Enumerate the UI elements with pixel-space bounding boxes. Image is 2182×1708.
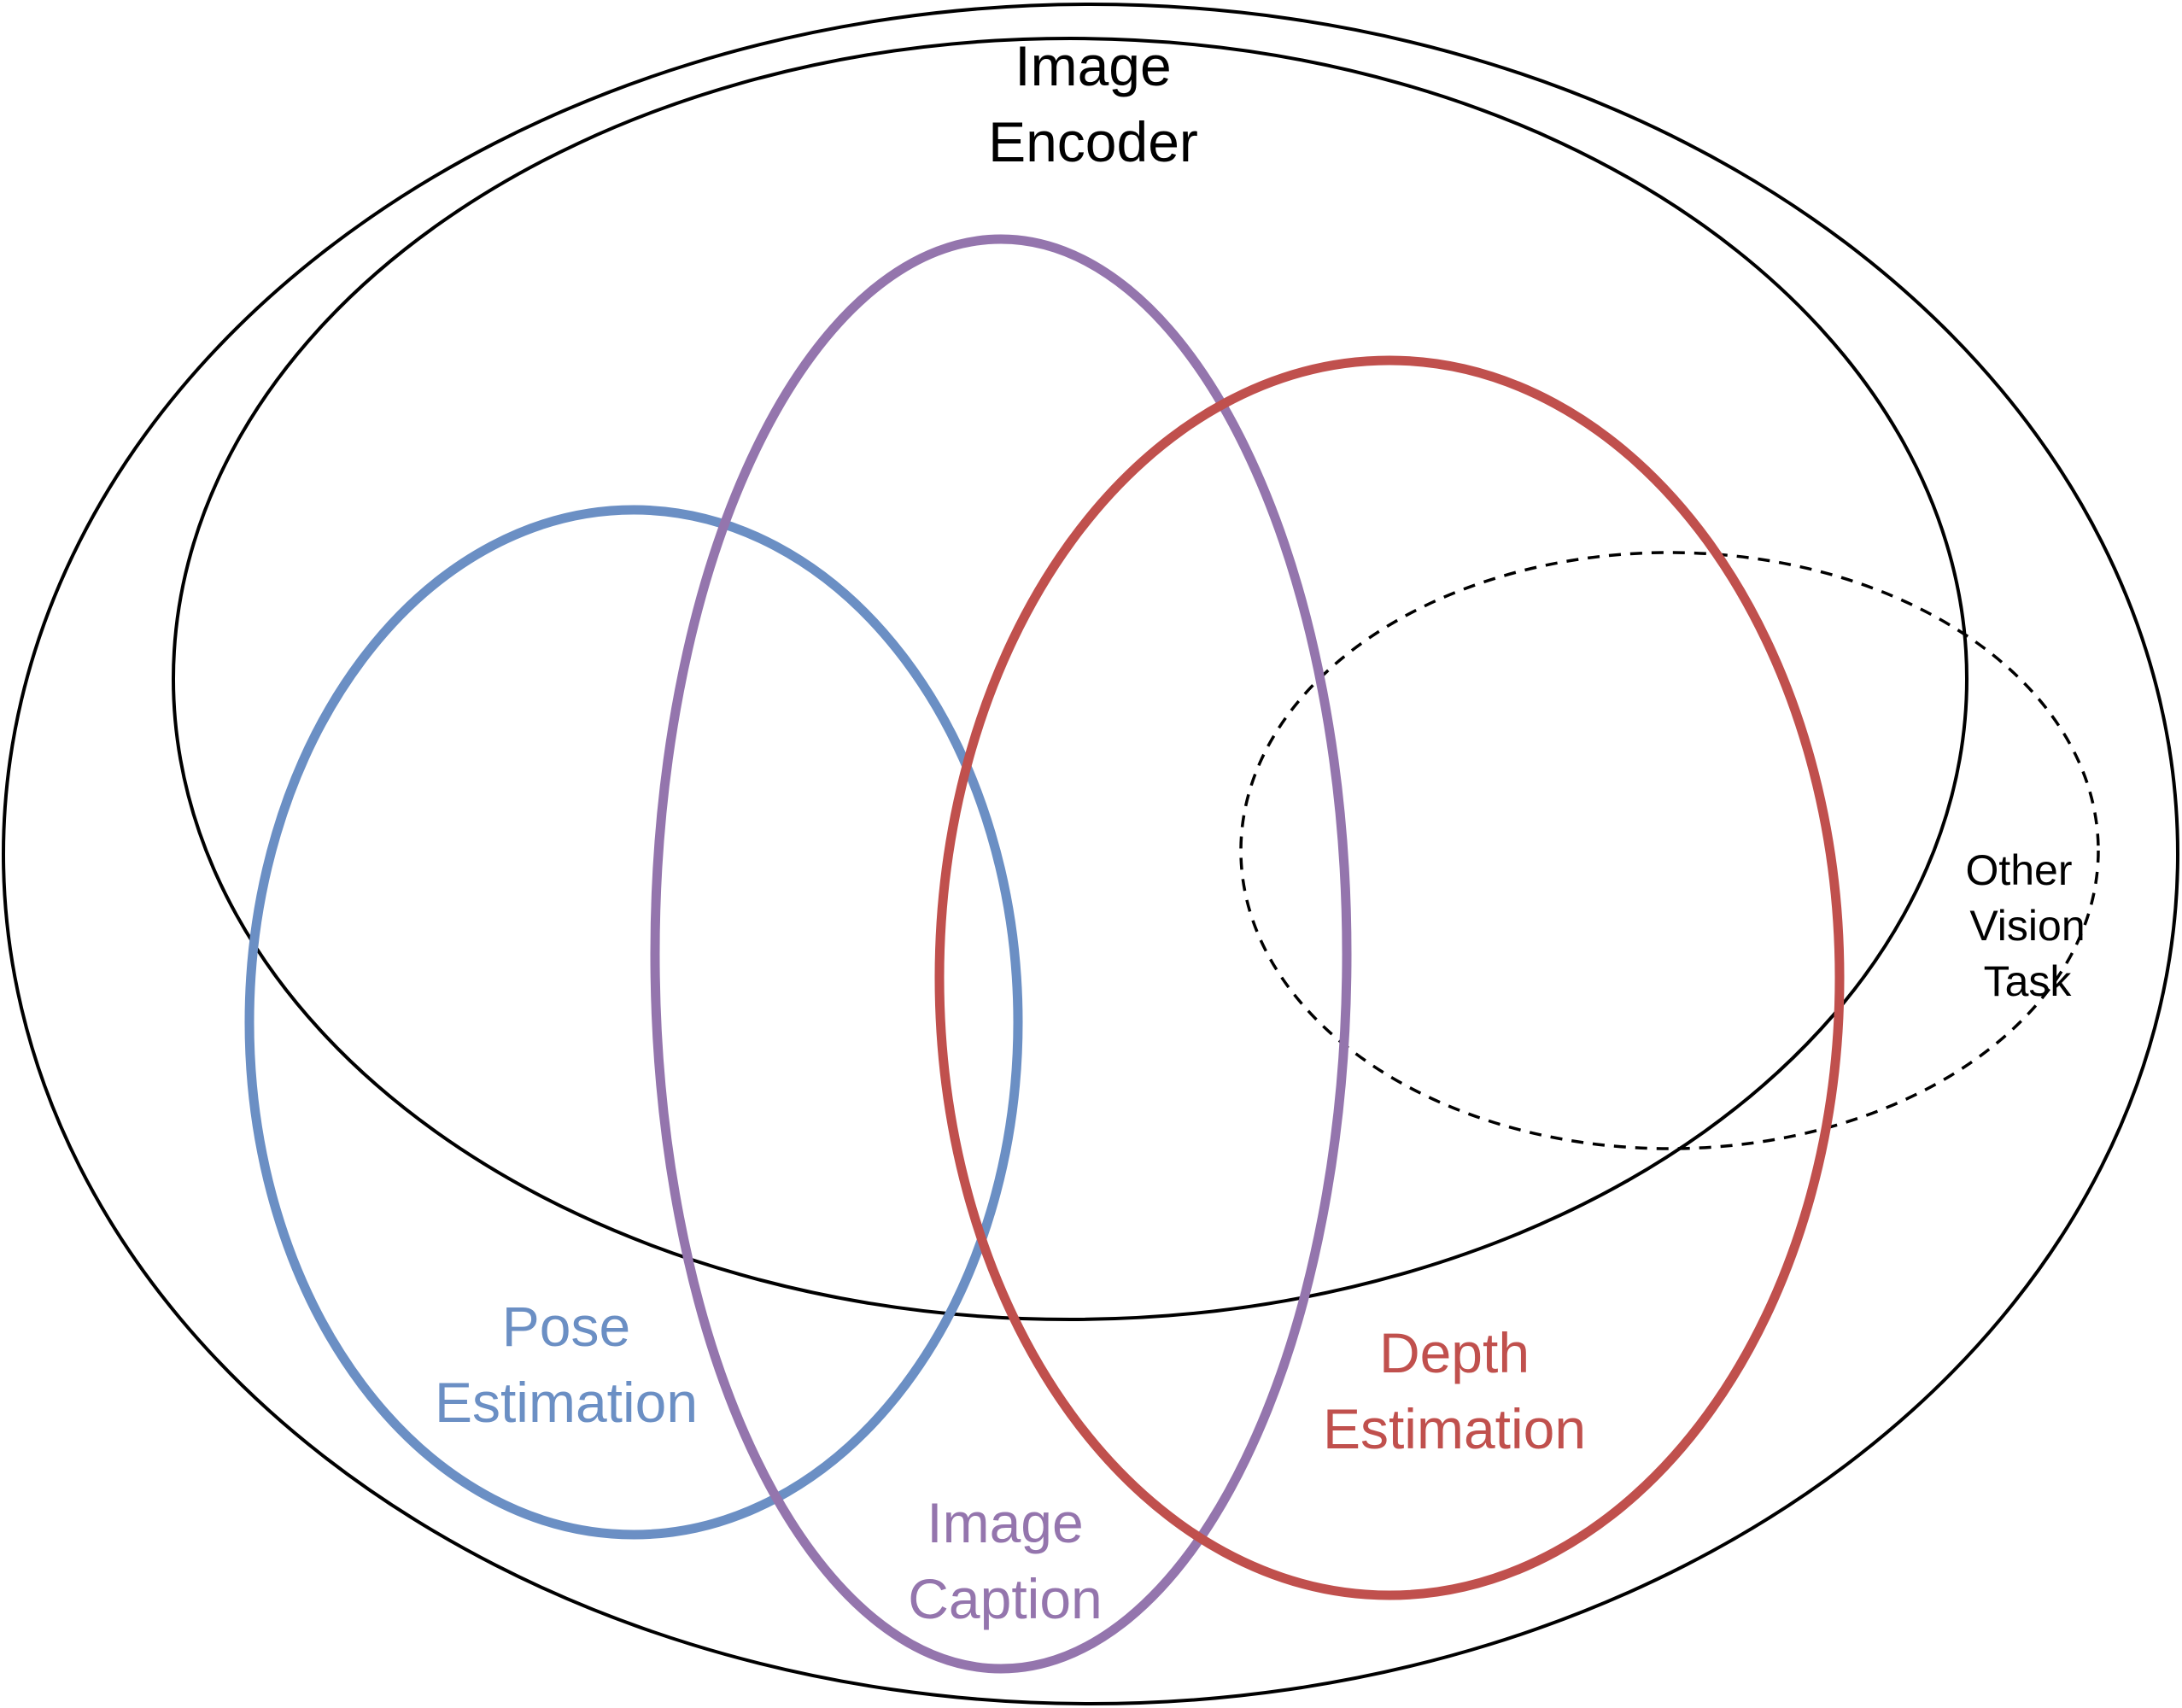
depth-estimation-label: Depth bbox=[1379, 1321, 1530, 1384]
other-vision-task-label: Other bbox=[1965, 846, 2072, 894]
outer-boundary-ellipse bbox=[2, 3, 2179, 1705]
pose-estimation-label: Pose bbox=[502, 1295, 630, 1358]
image-encoder-label: Encoder bbox=[988, 110, 1198, 173]
other-vision-task-label: Vision bbox=[1969, 902, 2085, 950]
other-vision-task-ellipse bbox=[1239, 551, 2100, 1150]
image-caption-label: Image bbox=[927, 1491, 1083, 1554]
image-encoder-label: Image bbox=[1015, 34, 1171, 97]
depth-estimation-label: Estimation bbox=[1323, 1397, 1586, 1460]
other-vision-task-label: Task bbox=[1984, 957, 2073, 1005]
depth-estimation-ellipse bbox=[934, 355, 1845, 1600]
image-encoder-ellipse bbox=[172, 37, 1968, 1321]
image-caption-label: Caption bbox=[908, 1567, 1103, 1630]
pose-estimation-ellipse bbox=[244, 505, 1023, 1540]
pose-estimation-label: Estimation bbox=[435, 1371, 698, 1434]
image-caption-ellipse bbox=[650, 234, 1352, 1674]
